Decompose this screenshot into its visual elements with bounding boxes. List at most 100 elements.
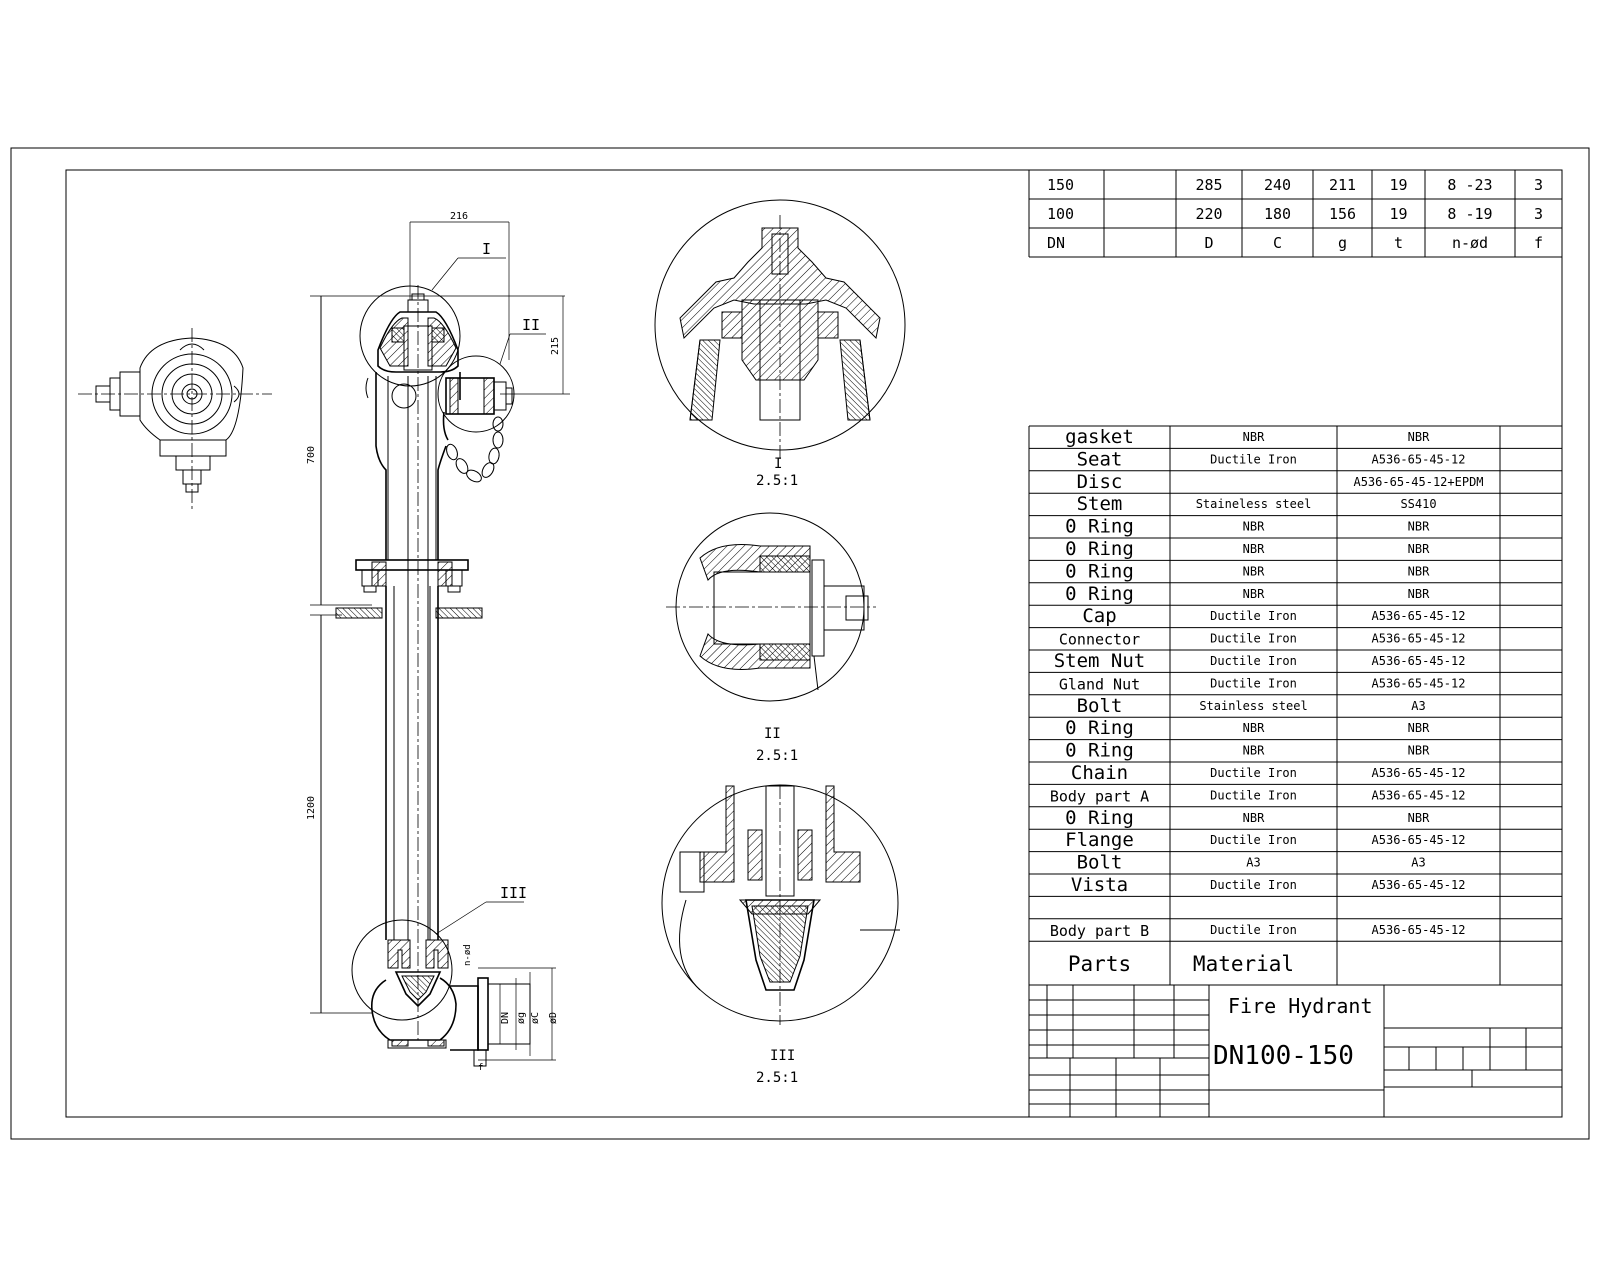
parts-list-material: A3 [1246, 856, 1260, 870]
parts-list-spec: A536-65-45-12 [1372, 878, 1466, 892]
material-header: Material [1193, 952, 1294, 976]
parts-list-part-name: 0 Ring [1065, 717, 1134, 739]
detail-iii-scale: 2.5:1 [756, 1070, 798, 1086]
detail-ii-scale: 2.5:1 [756, 748, 798, 764]
parts-list-part-name: Flange [1065, 829, 1134, 851]
parts-list-spec: A536-65-45-12 [1372, 609, 1466, 623]
parts-list-part-name: 0 Ring [1065, 583, 1134, 605]
dim-215-label: 215 [550, 337, 561, 355]
parts-header: Parts [1068, 952, 1131, 976]
dim-table-cell: 3 [1534, 176, 1543, 194]
dim-c-label: øC [530, 1012, 541, 1024]
dim-table-cell: D [1204, 234, 1213, 252]
detail-ii-view: II 2.5:1 [666, 512, 876, 764]
dim-table-cell: 8 -23 [1447, 176, 1492, 194]
parts-list-part-name: Vista [1071, 874, 1128, 896]
sheet-outer-border [10, 147, 1590, 1140]
dim-table-cell: 156 [1329, 205, 1356, 223]
dim-table-cell: C [1273, 234, 1282, 252]
parts-list-part-name: Connector [1059, 631, 1140, 649]
parts-list-part-name: Stem Nut [1054, 650, 1146, 672]
parts-list-spec: A3 [1411, 856, 1425, 870]
dim-f-label: f [478, 1063, 483, 1073]
dim-table-cell: f [1534, 234, 1543, 252]
parts-list-part-name: Stem [1077, 493, 1123, 515]
parts-list-spec: NBR [1408, 744, 1430, 758]
parts-list-spec: NBR [1408, 811, 1430, 825]
dim-216-label: 216 [450, 211, 468, 222]
parts-list-part-name: 0 Ring [1065, 516, 1134, 538]
callout-circle-iii [351, 919, 453, 1021]
parts-list-material: Ductile Iron [1210, 766, 1297, 780]
dim-table-cell: t [1394, 234, 1403, 252]
parts-list-spec: NBR [1408, 520, 1430, 534]
dim-dn-label: DN [500, 1012, 511, 1024]
dim-table-cell: g [1338, 234, 1347, 252]
callout-i-label: I [482, 240, 491, 258]
parts-list-material: Ductile Iron [1210, 632, 1297, 646]
main-elevation-view: 700 1200 216 215 [306, 211, 570, 1073]
parts-list-material: NBR [1243, 587, 1265, 601]
parts-list-part-name: 0 Ring [1065, 538, 1134, 560]
parts-list-spec: NBR [1408, 721, 1430, 735]
parts-list-material: NBR [1243, 564, 1265, 578]
callout-iii-label: III [500, 884, 527, 902]
parts-list-spec: A536-65-45-12 [1372, 676, 1466, 690]
dim-table-cell: 240 [1264, 176, 1291, 194]
parts-list-material: Ductile Iron [1210, 788, 1297, 802]
parts-list-material: NBR [1243, 744, 1265, 758]
parts-list-part-name: Body part A [1050, 787, 1149, 805]
parts-list-material: Stainless steel [1199, 699, 1307, 713]
parts-list-spec: NBR [1408, 430, 1430, 444]
dim-table-cell: 100 [1047, 205, 1074, 223]
parts-list-part-name: Gland Nut [1059, 675, 1140, 693]
parts-list-part-name: Chain [1071, 762, 1128, 784]
parts-list-material: NBR [1243, 721, 1265, 735]
dim-700-label: 700 [306, 446, 317, 464]
dim-table-cell: 19 [1389, 176, 1407, 194]
parts-list-material: NBR [1243, 430, 1265, 444]
parts-list-material: Ductile Iron [1210, 452, 1297, 466]
parts-list-part-name: Body part B [1050, 922, 1149, 940]
dim-g-label: øg [516, 1012, 527, 1024]
detail-iii-label: III [770, 1048, 795, 1064]
callout-circle-i [359, 285, 461, 387]
dim-table-cell: 3 [1534, 205, 1543, 223]
parts-list-spec: A536-65-45-12 [1372, 766, 1466, 780]
parts-list-spec: A536-65-45-12 [1372, 632, 1466, 646]
dim-nd-label: n-ød [463, 944, 473, 966]
parts-list-material: Ductile Iron [1210, 923, 1297, 937]
parts-list-part-name: Disc [1077, 471, 1123, 493]
parts-list-material: Ductile Iron [1210, 676, 1297, 690]
dim-1200-label: 1200 [306, 796, 317, 820]
top-view [78, 328, 272, 510]
parts-list-spec: SS410 [1400, 497, 1436, 511]
detail-i-label: I [774, 456, 782, 472]
drawing-model: DN100-150 [1213, 1041, 1354, 1071]
parts-list-part-name: 0 Ring [1065, 560, 1134, 582]
parts-list-material: NBR [1243, 520, 1265, 534]
parts-list-spec: NBR [1408, 587, 1430, 601]
parts-list-spec: A536-65-45-12+EPDM [1353, 475, 1483, 489]
parts-list-material: Ductile Iron [1210, 833, 1297, 847]
dim-table-cell: DN [1047, 234, 1065, 252]
detail-ii-label: II [764, 726, 781, 742]
parts-list-part-name: Cap [1082, 605, 1116, 627]
dim-table-cell: 211 [1329, 176, 1356, 194]
dim-table-cell: 285 [1195, 176, 1222, 194]
parts-list-material: Staineless steel [1196, 497, 1312, 511]
parts-list-material: Ductile Iron [1210, 609, 1297, 623]
parts-list-material: Ductile Iron [1210, 654, 1297, 668]
detail-i-scale: 2.5:1 [756, 473, 798, 489]
parts-list-part-name: 0 Ring [1065, 807, 1134, 829]
parts-list-spec: NBR [1408, 542, 1430, 556]
dim-table-cell: 220 [1195, 205, 1222, 223]
dim-d-label: øD [548, 1012, 559, 1024]
parts-list-part-name: Bolt [1077, 695, 1123, 717]
parts-list-material: Ductile Iron [1210, 878, 1297, 892]
title-block: Fire Hydrant DN100-150 [1028, 984, 1563, 1118]
parts-list-material: NBR [1243, 542, 1265, 556]
